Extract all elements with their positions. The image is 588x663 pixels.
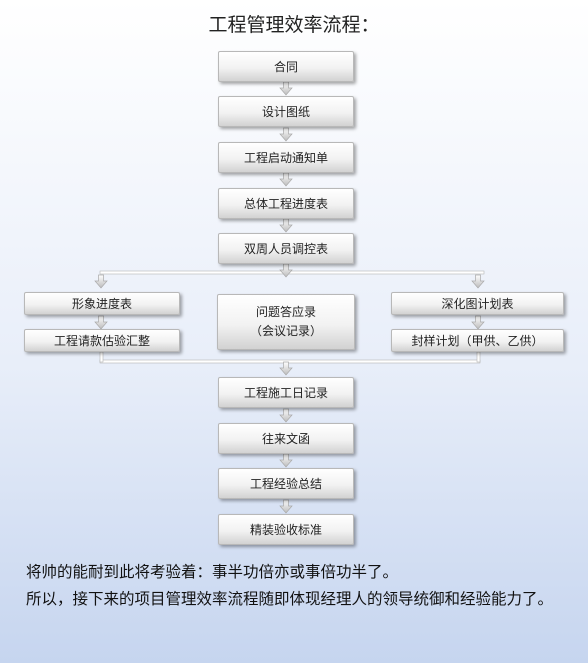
step-progress-chart: 形象进度表 bbox=[24, 292, 180, 315]
down-arrow-4 bbox=[279, 218, 293, 233]
down-arrow-13 bbox=[279, 499, 293, 514]
down-arrow-10 bbox=[279, 361, 293, 376]
down-arrow-11 bbox=[279, 408, 293, 423]
branch-merge-left-stem bbox=[99, 351, 104, 363]
branch-split-line bbox=[99, 270, 485, 275]
step-design-drawings: 设计图纸 bbox=[218, 96, 354, 127]
down-arrow-5 bbox=[279, 263, 293, 278]
step-correspondence: 往来文函 bbox=[218, 423, 354, 454]
down-arrow-7 bbox=[471, 274, 485, 289]
flow-connectors bbox=[94, 81, 485, 514]
down-arrow-6 bbox=[94, 274, 108, 289]
step-overall-schedule: 总体工程进度表 bbox=[218, 188, 354, 219]
branch-merge-line bbox=[99, 359, 481, 364]
down-arrow-8 bbox=[94, 315, 108, 330]
diagram-title: 工程管理效率流程： bbox=[208, 14, 380, 36]
step-start-notice: 工程启动通知单 bbox=[218, 142, 354, 173]
step-payment-summary: 工程请款估验汇整 bbox=[24, 329, 180, 352]
step-experience-summary: 工程经验总结 bbox=[218, 468, 354, 499]
paragraph-1: 将帅的能耐到此将考验着：事半功倍亦或事倍功半了。 bbox=[26, 563, 399, 581]
down-arrow-12 bbox=[279, 453, 293, 468]
paragraph-2: 所以，接下来的项目管理效率流程随即体现经理人的领导统御和经验能力了。 bbox=[26, 590, 554, 608]
down-arrow-1 bbox=[279, 81, 293, 96]
branch-merge-right-stem bbox=[476, 351, 481, 363]
step-detail-drawing-plan: 深化图计划表 bbox=[391, 292, 564, 315]
step-contract: 合同 bbox=[218, 51, 354, 82]
step-biweekly-staffing: 双周人员调控表 bbox=[218, 233, 354, 264]
step-sample-plan: 封样计划（甲供、乙供） bbox=[391, 329, 564, 352]
down-arrow-9 bbox=[471, 315, 485, 330]
down-arrow-2 bbox=[279, 127, 293, 142]
step-daily-log: 工程施工日记录 bbox=[218, 377, 354, 408]
step-acceptance-standard: 精装验收标准 bbox=[218, 514, 354, 545]
issue-record-sublabel: （会议记录） bbox=[249, 324, 322, 338]
down-arrow-3 bbox=[279, 172, 293, 187]
issue-record-label: 问题答应录 bbox=[255, 305, 316, 319]
step-issue-record: 问题答应录 （会议记录） bbox=[217, 294, 355, 350]
